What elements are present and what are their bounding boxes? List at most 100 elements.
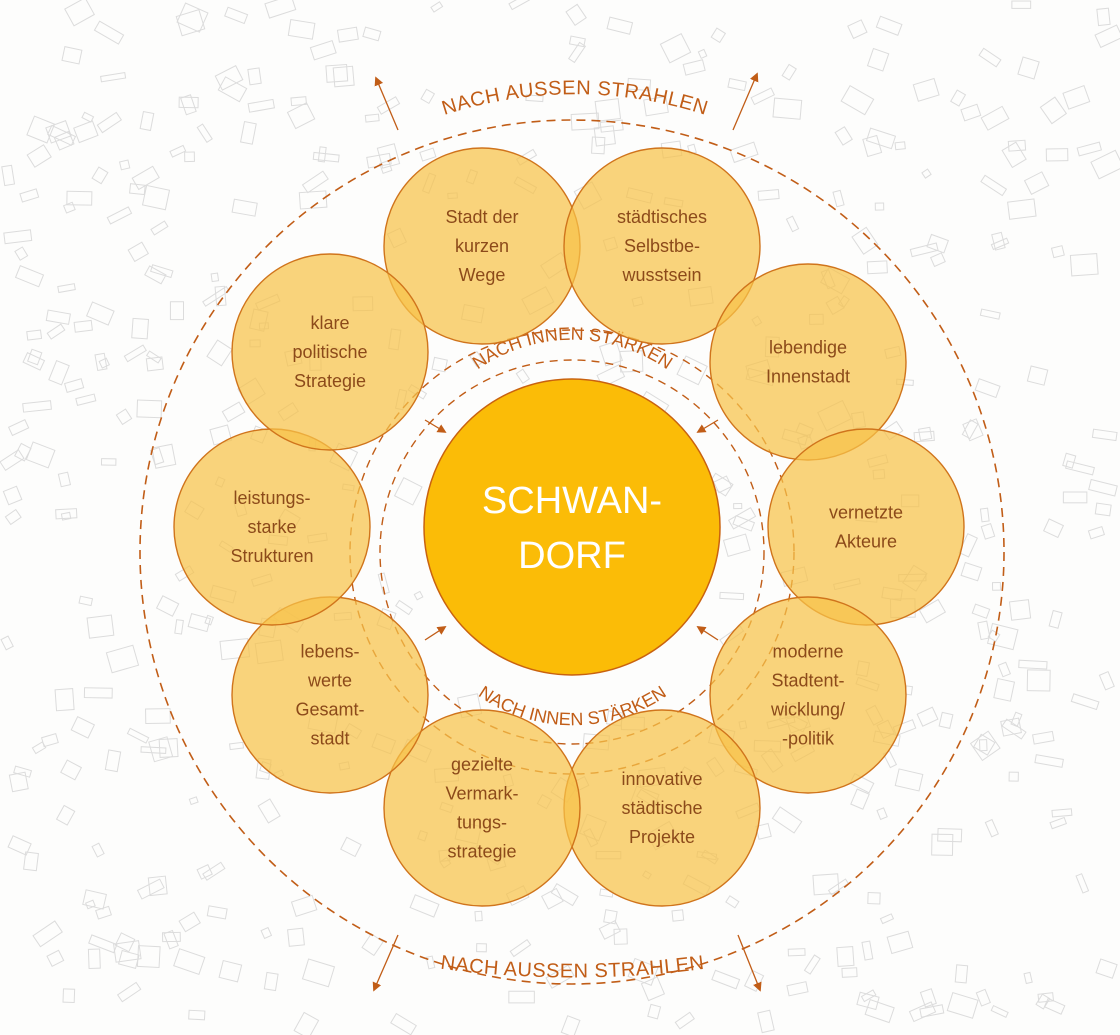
map-building-shape — [476, 943, 487, 953]
map-building-shape — [1062, 491, 1088, 504]
concept-node-label-line: Projekte — [629, 827, 695, 847]
map-building-shape — [719, 591, 745, 601]
map-building-shape — [73, 120, 99, 144]
map-building-shape — [332, 65, 355, 88]
map-building-shape — [978, 47, 1002, 68]
map-building-shape — [1000, 717, 1022, 737]
map-building-shape — [150, 220, 169, 236]
map-building-shape — [136, 399, 163, 419]
map-building-shape — [298, 190, 328, 210]
map-building-shape — [1075, 873, 1090, 894]
map-building-shape — [627, 77, 652, 92]
map-building-shape — [1026, 365, 1049, 386]
inner-dashed-ring-inner — [379, 359, 765, 745]
map-building-shape — [393, 476, 423, 506]
map-building-shape — [785, 215, 800, 233]
concept-node-label-line: städtisches — [617, 207, 707, 227]
map-building-shape — [19, 188, 40, 203]
map-building-shape — [55, 508, 78, 520]
map-building-shape — [81, 111, 95, 123]
map-building-shape — [727, 506, 757, 530]
map-building-shape — [57, 283, 76, 294]
map-building-shape — [627, 957, 659, 986]
map-building-shape — [990, 237, 1010, 251]
map-building-shape — [214, 65, 244, 91]
inward-arrows — [424, 419, 719, 641]
map-building-shape — [560, 1015, 581, 1035]
map-building-shape — [22, 400, 52, 413]
map-building-shape — [919, 988, 937, 1008]
map-building-shape — [73, 319, 93, 333]
map-building-shape — [158, 738, 179, 758]
map-building-shape — [53, 130, 75, 151]
map-building-shape — [913, 430, 935, 443]
map-building-shape — [659, 32, 692, 64]
concept-node-label-line: stadt — [310, 729, 349, 749]
map-building-shape — [91, 842, 105, 858]
map-building-shape — [88, 934, 118, 954]
map-building-shape — [850, 788, 870, 810]
map-building-shape — [290, 96, 307, 107]
map-building-shape — [771, 806, 803, 834]
map-building-shape — [22, 352, 46, 371]
outward-arrow-bottom-right — [737, 934, 762, 992]
map-building-shape — [161, 931, 181, 943]
center-circle — [423, 378, 721, 676]
map-building-shape — [239, 120, 257, 145]
concept-node-label-line: Gesamt- — [295, 700, 364, 720]
map-building-shape — [867, 892, 881, 905]
map-building-shape — [865, 127, 897, 150]
map-building-shape — [45, 120, 72, 144]
map-building-shape — [145, 356, 164, 372]
map-building-shape — [2, 485, 23, 506]
map-building-shape — [916, 706, 939, 727]
map-building-shape — [66, 190, 93, 206]
concept-node-label-line: Innenstadt — [766, 367, 850, 387]
map-building-shape — [640, 976, 666, 1002]
map-building-shape — [25, 441, 56, 469]
outward-arrows — [372, 72, 762, 992]
map-building-shape — [565, 3, 587, 26]
map-building-shape — [598, 340, 624, 367]
map-building-shape — [962, 418, 984, 442]
map-building-shape — [1008, 599, 1032, 621]
concept-node-label-line: lebendige — [769, 338, 847, 358]
map-building-shape — [145, 708, 171, 725]
map-building-shape — [1091, 428, 1118, 442]
map-building-shape — [364, 113, 380, 123]
map-building-shape — [946, 991, 979, 1019]
map-building-shape — [0, 449, 25, 471]
map-building-shape — [874, 202, 885, 211]
map-building-shape — [376, 143, 401, 169]
concept-node-label-line: städtische — [621, 798, 702, 818]
map-building-shape — [909, 242, 939, 258]
map-building-shape — [1062, 452, 1077, 469]
map-building-shape — [606, 16, 634, 35]
map-building-shape — [1087, 525, 1106, 540]
map-building-shape — [228, 741, 245, 751]
concept-node-label-line: moderne — [772, 642, 843, 662]
map-building-shape — [57, 471, 72, 488]
map-building-shape — [7, 835, 32, 856]
map-building-shape — [1088, 478, 1118, 497]
map-building-shape — [919, 1004, 945, 1018]
map-building-shape — [866, 47, 890, 72]
map-building-shape — [206, 905, 228, 920]
map-building-shape — [866, 260, 888, 275]
concept-node-label-line: strategie — [447, 842, 516, 862]
map-building-shape — [474, 910, 483, 922]
map-building-shape — [937, 827, 963, 843]
map-building-shape — [55, 804, 76, 826]
map-building-shape — [144, 265, 167, 285]
concept-nodes: Stadt derkurzenWegestädtischesSelbstbe-w… — [173, 147, 965, 907]
map-building-shape — [950, 89, 967, 107]
map-building-shape — [390, 1012, 417, 1035]
map-building-shape — [180, 94, 197, 116]
map-building-shape — [175, 9, 206, 37]
map-building-shape — [27, 348, 43, 366]
map-building-shape — [978, 739, 988, 752]
map-building-shape — [26, 144, 52, 168]
map-building-shape — [974, 378, 1001, 399]
